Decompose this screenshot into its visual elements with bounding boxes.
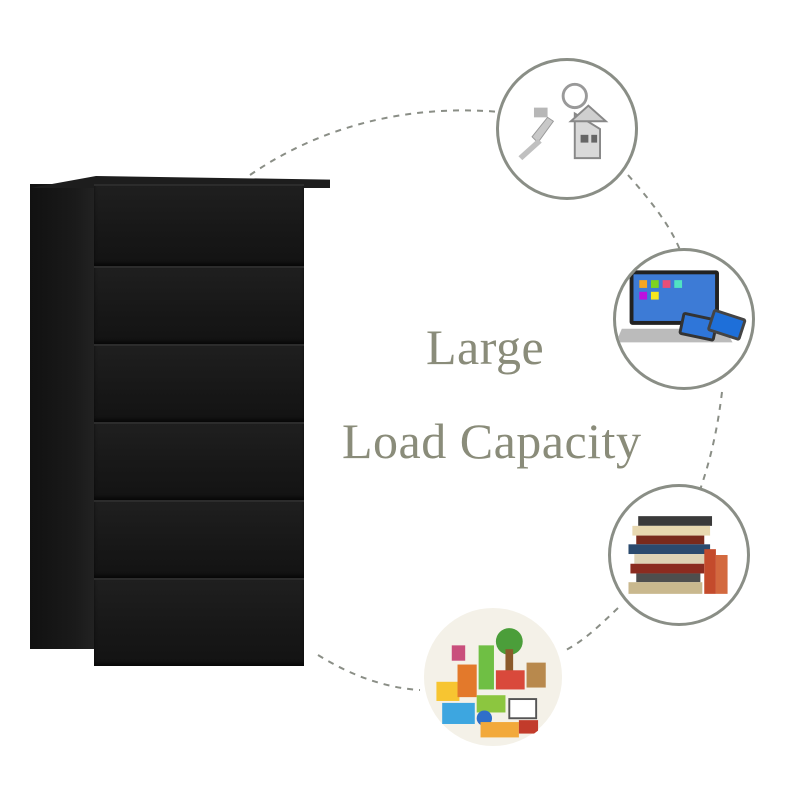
headline-large: Large: [426, 319, 545, 375]
toy-blocks-icon: [423, 607, 563, 747]
books-circle: [608, 484, 750, 626]
electronics-circle: [613, 248, 755, 390]
drawer-4: [94, 422, 304, 500]
drawer-6: [94, 578, 304, 666]
book-stack-icon: [628, 516, 728, 594]
drawer-5: [94, 500, 304, 578]
drawer-2: [94, 266, 304, 344]
headline-load-capacity: Load Capacity: [342, 413, 642, 469]
toys-circle: [420, 604, 566, 750]
keys-circle: [496, 58, 638, 200]
laptop-phones-icon: [616, 270, 747, 343]
black-dresser: [30, 176, 330, 666]
drawer-3: [94, 344, 304, 422]
house-keys-icon: [518, 82, 609, 161]
drawer-1: [94, 184, 304, 266]
dresser-side-panel: [30, 184, 94, 649]
